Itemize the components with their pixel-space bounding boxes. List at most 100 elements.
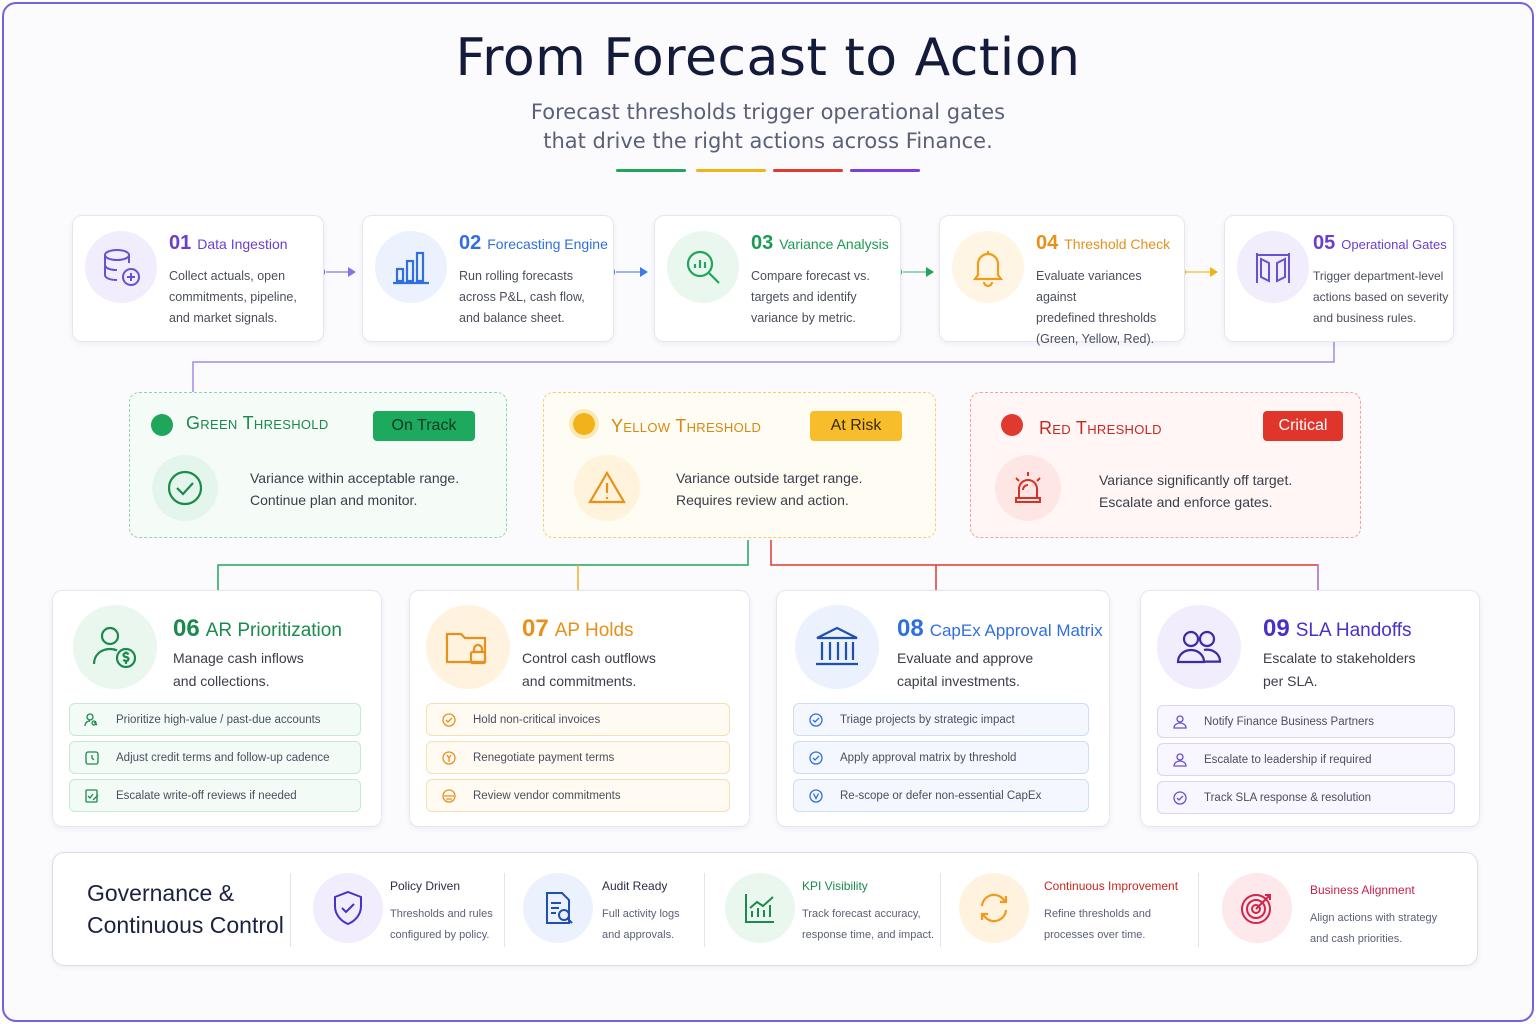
bell-icon [952,231,1024,303]
gate-icon [1237,231,1309,303]
list-item[interactable]: Re-scope or defer non-essential CapEx [793,779,1089,812]
accent-rule-purple [850,169,920,172]
status-badge-critical: Critical [1263,411,1343,441]
list-item[interactable]: Escalate write-off reviews if needed [69,779,361,812]
threshold-description: Variance significantly off target.Escala… [1099,472,1293,510]
defer-icon [808,788,824,804]
step-arrow-2 [616,267,648,277]
user-dollar-icon [73,605,157,689]
governance-item-title: Policy Driven [390,879,461,893]
refresh-icon [959,873,1029,943]
governance-title: Governance &Continuous Control [87,880,284,938]
list-item[interactable]: Notify Finance Business Partners [1157,705,1455,738]
list-item[interactable]: Triage projects by strategic impact [793,703,1089,736]
yellow-status-dot [573,413,595,435]
divider [1198,873,1199,947]
checklist-icon [84,788,100,804]
check-circle-icon [1172,790,1188,806]
check-circle-icon [152,455,218,521]
page-subtitle: Forecast thresholds trigger operational … [0,98,1536,156]
step-description: Compare forecast vs.targets and identify… [751,269,870,325]
check-circle-icon [441,712,457,728]
bar-chart-icon [375,231,447,303]
accent-rule-yellow [696,169,766,172]
list-item[interactable]: Prioritize high-value / past-due account… [69,703,361,736]
governance-item-title: Business Alignment [1310,883,1415,897]
dollar-circle-icon [441,750,457,766]
list-item[interactable]: Hold non-critical invoices [426,703,730,736]
magnifier-chart-icon [667,231,739,303]
threshold-description: Variance within acceptable range.Continu… [250,470,460,508]
subtitle-line-1: Forecast thresholds trigger operational … [530,100,1006,124]
list-item[interactable]: Apply approval matrix by threshold [793,741,1089,774]
list-item[interactable]: Track SLA response & resolution [1157,781,1455,814]
accent-rule-red [773,169,843,172]
review-icon [441,788,457,804]
divider [504,873,505,947]
governance-item-title: Audit Ready [602,879,668,893]
step-arrow-4 [1186,267,1218,277]
status-badge-at-risk: At Risk [810,411,902,441]
document-search-icon [523,873,593,943]
list-item[interactable]: Review vendor commitments [426,779,730,812]
list-item[interactable]: Escalate to leadership if required [1157,743,1455,776]
user-icon [1172,752,1188,768]
status-badge-on-track: On Track [373,411,475,441]
trend-chart-icon [725,873,795,943]
governance-bar: Governance &Continuous Control Policy Dr… [52,852,1478,966]
gate-connector [192,342,1335,392]
governance-item-title: KPI Visibility [802,879,868,893]
subtitle-line-2: that drive the right actions across Fina… [543,129,993,153]
divider [940,873,941,947]
page-title: From Forecast to Action [455,28,1081,88]
divider [704,873,705,947]
step-arrow-3 [903,267,934,277]
user-icon [1172,714,1188,730]
governance-item-title: Continuous Improvement [1044,879,1179,893]
list-item[interactable]: Adjust credit terms and follow-up cadenc… [69,741,361,774]
threshold-title: Yellow Threshold [611,416,762,436]
green-status-dot [151,414,173,436]
clock-icon [84,750,100,766]
red-connector [770,540,1319,593]
users-icon [1157,605,1241,689]
threshold-title: Red Threshold [1039,418,1162,438]
divider [290,873,291,947]
bank-icon [795,605,879,689]
check-circle-icon [808,712,824,728]
list-item[interactable]: Renegotiate payment terms [426,741,730,774]
siren-icon [995,455,1061,521]
step-arrow-1 [326,267,356,277]
warning-icon [574,455,640,521]
target-icon [1222,873,1292,943]
threshold-description: Variance outside target range.Requires r… [676,470,863,508]
check-circle-icon [808,750,824,766]
accent-rule-green [616,169,686,172]
